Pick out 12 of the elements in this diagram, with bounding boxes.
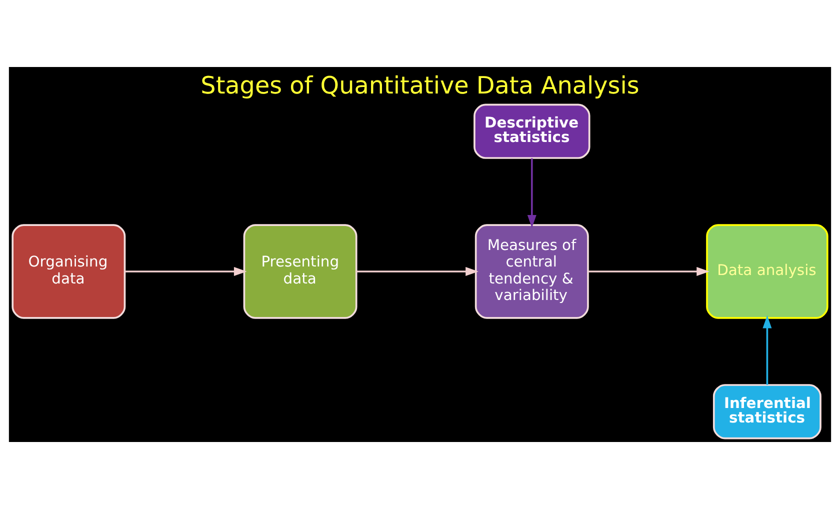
- arrow: [762, 314, 772, 384]
- node-box: Organising data: [12, 224, 126, 318]
- node-box: Inferential statistics: [712, 384, 822, 439]
- node-box: Descriptive statistics: [474, 103, 590, 158]
- arrow: [527, 158, 536, 228]
- node-box: Measures of central tendency & variability: [474, 224, 589, 318]
- diagram-title: Stages of Quantitative Data Analysis: [200, 70, 640, 99]
- arrow: [588, 266, 710, 276]
- node-box: Presenting data: [243, 224, 358, 318]
- arrow: [124, 266, 247, 276]
- node-box: Data analysis: [706, 224, 828, 318]
- arrow: [356, 266, 478, 276]
